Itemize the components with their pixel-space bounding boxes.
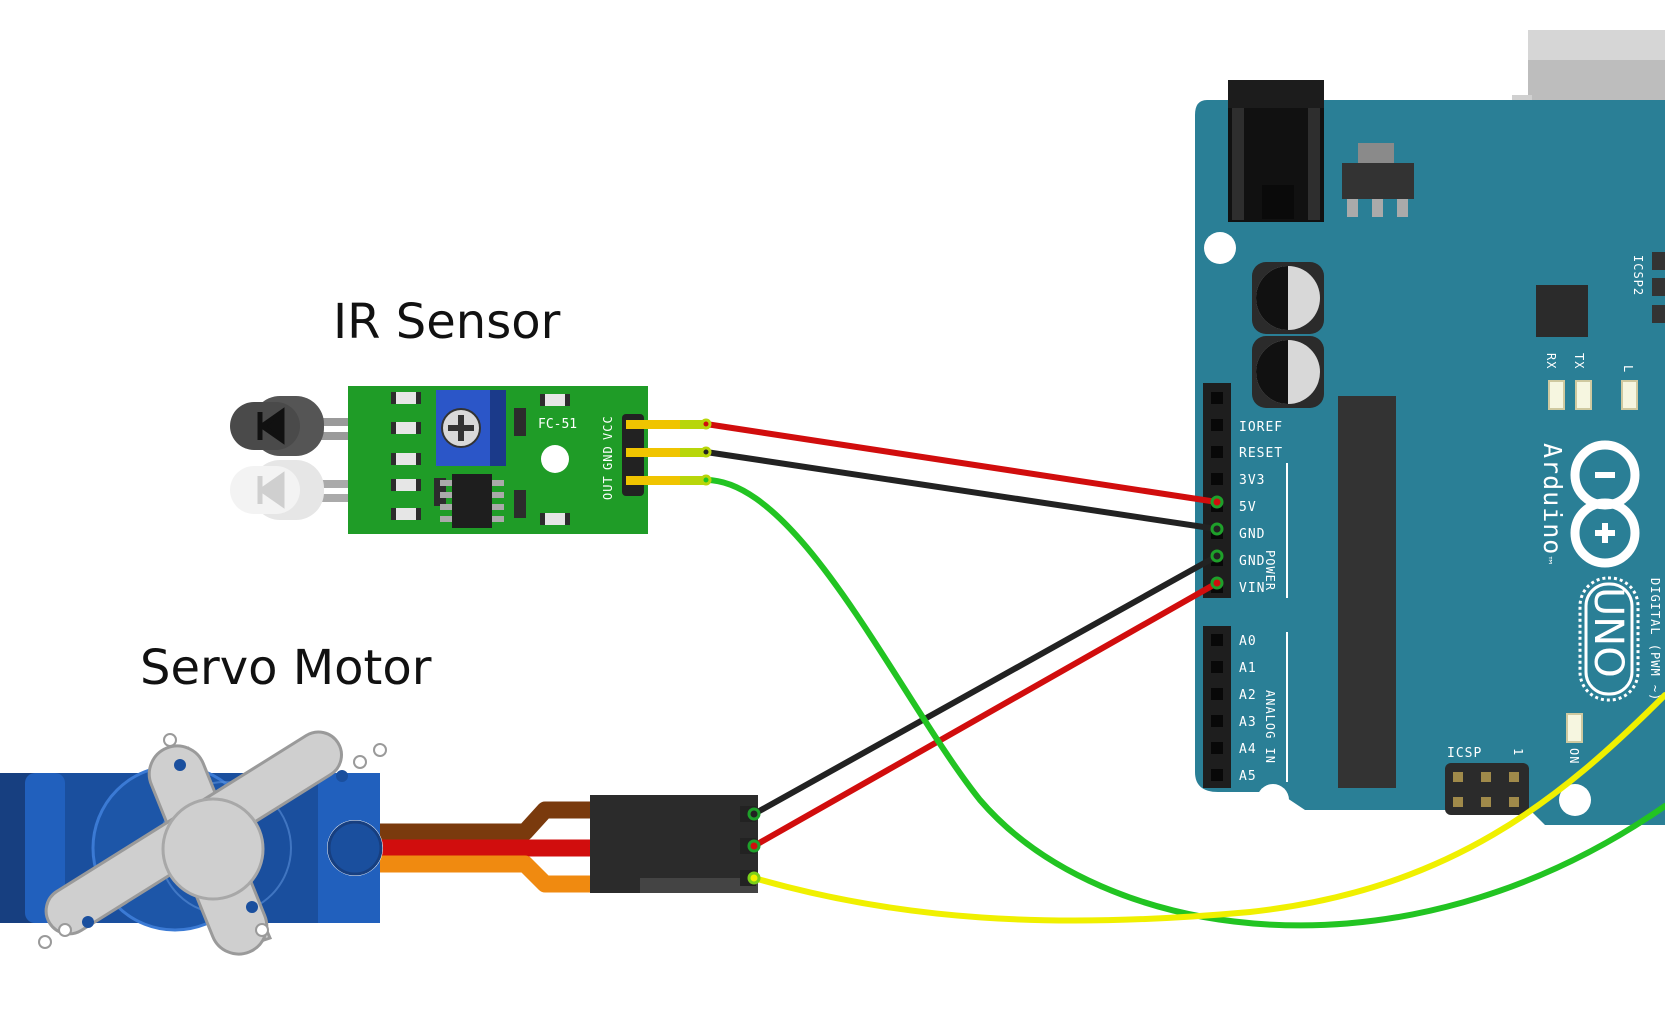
led-tx xyxy=(1575,380,1592,410)
pin-label-a2: A2 xyxy=(1239,688,1257,703)
wire-servo-vcc-vin xyxy=(751,580,1220,849)
chip-small xyxy=(1536,285,1588,337)
wire-ir-out-digital xyxy=(703,477,1665,929)
servo-cable xyxy=(350,801,600,893)
ir-pin-label-vcc: VCC xyxy=(601,415,615,440)
servo-motor xyxy=(0,730,758,956)
mount-hole xyxy=(1559,784,1591,816)
wire-ir-vcc-5v xyxy=(703,421,1220,505)
led-rx xyxy=(1548,380,1565,410)
pin-label-5v: 5V xyxy=(1239,500,1257,515)
smd-components xyxy=(391,392,570,525)
ir-emitter-led-icon xyxy=(230,460,368,520)
arduino-tm: ™ xyxy=(1541,555,1554,566)
pin-label-3v3: 3V3 xyxy=(1239,473,1265,488)
pin-label-gnd-2: GND xyxy=(1239,554,1265,569)
pin-label-a1: A1 xyxy=(1239,661,1257,676)
dc-barrel-jack xyxy=(1228,80,1324,222)
icsp2-label: ICSP2 xyxy=(1631,255,1645,296)
icsp-pin1-label: 1 xyxy=(1511,748,1525,756)
ir-pin-label-gnd: GND xyxy=(601,445,615,470)
arduino-uno-board: ICSP2 RX TX L ON Arduino ™ UNO DIGIT xyxy=(1195,30,1665,825)
analog-pin-labels: A0 A1 A2 A3 A4 A5 xyxy=(1239,634,1257,784)
ir-sensor-module: FC-51 VCC GND OUT xyxy=(230,386,704,534)
mount-hole xyxy=(1257,784,1289,816)
power-header-label: POWER xyxy=(1263,550,1277,591)
mount-hole xyxy=(1204,232,1236,264)
voltage-regulator xyxy=(1342,143,1414,217)
icsp-header xyxy=(1445,763,1529,815)
led-label-l: L xyxy=(1621,365,1635,373)
wire-servo-signal-digital xyxy=(751,692,1665,924)
pin-label-a5: A5 xyxy=(1239,769,1257,784)
power-pin-labels: IOREF RESET 3V3 5V GND GND VIN xyxy=(1239,420,1283,596)
arduino-logo-icon xyxy=(1570,440,1640,568)
servo-horn xyxy=(38,730,387,956)
arduino-brand: Arduino xyxy=(1538,443,1567,555)
ir-pin-label-out: OUT xyxy=(601,475,615,500)
led-l xyxy=(1621,380,1638,410)
uno-text: UNO xyxy=(1585,587,1631,678)
analog-header xyxy=(1203,626,1231,788)
ir-header-pins xyxy=(622,414,704,496)
icsp-label: ICSP xyxy=(1447,746,1482,761)
power-header xyxy=(1203,383,1231,598)
potentiometer-icon xyxy=(436,390,506,466)
digital-header-label: DIGITAL (PWM ~) xyxy=(1648,578,1662,701)
led-label-tx: TX xyxy=(1572,353,1586,369)
capacitor xyxy=(1252,262,1324,334)
uno-badge: UNO xyxy=(1578,576,1640,702)
pin-label-ioref: IOREF xyxy=(1239,420,1283,435)
comparator-chip xyxy=(440,474,504,528)
pin-label-a0: A0 xyxy=(1239,634,1257,649)
pin-label-a3: A3 xyxy=(1239,715,1257,730)
on-led-label: ON xyxy=(1567,748,1581,764)
analog-header-label: ANALOG IN xyxy=(1263,690,1277,764)
atmega-socket xyxy=(1338,396,1396,788)
capacitor xyxy=(1252,336,1324,408)
wire-ir-gnd-gnd xyxy=(703,449,1220,532)
ir-mount-hole xyxy=(541,445,569,473)
servo-connector xyxy=(590,795,758,893)
ir-receiver-led-icon xyxy=(230,396,368,456)
wire-servo-gnd-gnd xyxy=(751,553,1220,817)
pin-label-reset: RESET xyxy=(1239,446,1283,461)
pin-label-vin: VIN xyxy=(1239,581,1265,596)
pin-label-a4: A4 xyxy=(1239,742,1257,757)
led-on xyxy=(1566,713,1583,743)
pin-label-gnd-1: GND xyxy=(1239,527,1265,542)
led-label-rx: RX xyxy=(1544,353,1558,369)
servo-motor-label: Servo Motor xyxy=(140,640,432,696)
wires xyxy=(700,418,1665,929)
ir-model-label: FC-51 xyxy=(538,417,577,432)
ir-sensor-label: IR Sensor xyxy=(333,294,561,350)
